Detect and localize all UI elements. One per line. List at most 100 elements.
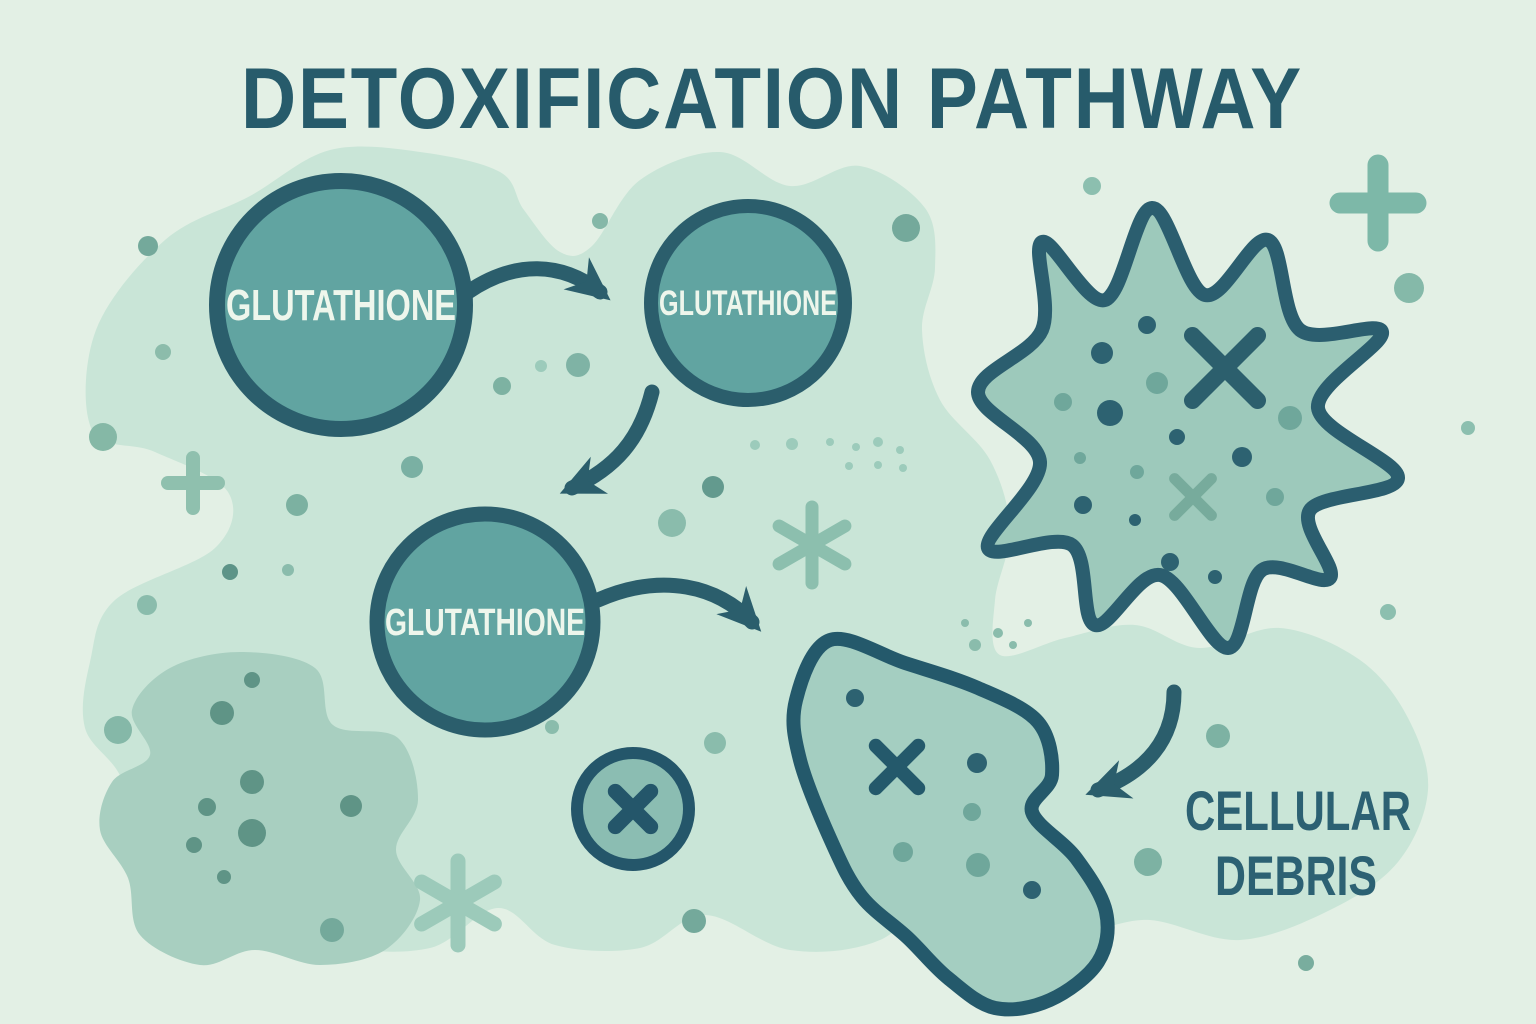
arrow-node3-debris xyxy=(590,577,762,632)
decor-dot xyxy=(826,438,834,446)
decor-dot xyxy=(566,353,590,377)
decor-dot xyxy=(852,443,860,451)
glutathione-label-1: GLUTATHIONE xyxy=(226,281,456,330)
decor-dot xyxy=(320,918,344,942)
node-circle-2 xyxy=(644,199,852,407)
decor-dot xyxy=(786,438,798,450)
sage-dots xyxy=(186,672,362,884)
toxin-blob xyxy=(970,201,1405,655)
decor-dot xyxy=(138,236,158,256)
decor-dot xyxy=(401,456,423,478)
decor-dot xyxy=(155,344,171,360)
toxin-dot xyxy=(1129,514,1141,526)
decor-dot xyxy=(1009,641,1017,649)
x-mark-icon xyxy=(1169,473,1217,521)
sage-dot xyxy=(210,701,234,725)
decor-dot xyxy=(874,461,882,469)
decor-dot xyxy=(222,564,238,580)
decor-dot xyxy=(592,213,608,229)
decor-dot xyxy=(137,595,157,615)
decor-dot xyxy=(493,377,511,395)
page-title: DETOXIFICATION PATHWAY xyxy=(241,51,1303,147)
decor-dot xyxy=(845,462,853,470)
x-mark-icon xyxy=(868,738,926,796)
debris-dot xyxy=(893,842,913,862)
toxin-dot xyxy=(1169,429,1185,445)
decor-dot xyxy=(702,476,724,498)
glutathione-node-3: GLUTATHIONE xyxy=(369,506,601,738)
sage-dot xyxy=(340,795,362,817)
decor-dot xyxy=(873,437,883,447)
toxin-dot xyxy=(1266,488,1284,506)
debris-dots xyxy=(846,689,1041,899)
decor-dot xyxy=(969,639,981,651)
toxin-dot xyxy=(1278,406,1302,430)
sage-dot xyxy=(238,819,266,847)
decor-dot xyxy=(892,214,920,242)
decor-dot xyxy=(1298,955,1314,971)
decor-dot xyxy=(993,628,1003,638)
glutathione-label-3: GLUTATHIONE xyxy=(385,602,585,644)
sage-dot xyxy=(244,672,260,688)
arrow-to-debris-label xyxy=(1085,684,1182,799)
decor-dot xyxy=(1206,724,1230,748)
arrow-node2-node3 xyxy=(559,384,660,496)
toxin-dot xyxy=(1097,400,1123,426)
decor-dot xyxy=(1380,604,1396,620)
decor-dot xyxy=(104,716,132,744)
toxin-dot xyxy=(1074,496,1092,514)
toxin-dot xyxy=(1054,393,1072,411)
asterisk-icon xyxy=(772,519,852,571)
toxin-dot xyxy=(1138,316,1156,334)
sage-dot xyxy=(186,837,202,853)
sage-dot xyxy=(240,770,264,794)
background-dots xyxy=(89,177,1475,971)
toxin-dot xyxy=(1074,452,1086,464)
decor-dot xyxy=(899,464,907,472)
decor-dot xyxy=(896,446,904,454)
toxin-dot xyxy=(1208,570,1222,584)
sage-dot xyxy=(217,870,231,884)
debris-dot xyxy=(1023,881,1041,899)
decor-dot xyxy=(704,732,726,754)
debris-dot xyxy=(967,753,987,773)
plus-marks xyxy=(161,154,1427,515)
node-circle-3 xyxy=(369,506,601,738)
decor-dot xyxy=(1024,619,1032,627)
decor-dot xyxy=(535,360,547,372)
debris-blob xyxy=(786,631,1115,1017)
toxin-dot xyxy=(1091,342,1113,364)
toxin-dot xyxy=(1146,372,1168,394)
decor-dot xyxy=(682,909,706,933)
x-marks xyxy=(607,326,1267,835)
asterisk-icon xyxy=(414,874,502,932)
glutathione-node-2: GLUTATHIONE xyxy=(644,199,852,407)
debris-dot xyxy=(966,853,990,877)
arrows xyxy=(460,257,1182,799)
decor-dot xyxy=(1394,273,1424,303)
decor-dot xyxy=(961,619,969,627)
asterisk-marks xyxy=(414,500,852,953)
debris-dot xyxy=(963,803,981,821)
decor-dot xyxy=(545,720,559,734)
toxin-dot xyxy=(1232,447,1252,467)
arrow-node1-node2 xyxy=(460,257,611,301)
debris-label-line1: CELLULAR xyxy=(1185,779,1411,842)
toxin-dots xyxy=(1054,316,1302,584)
decor-dot xyxy=(89,423,117,451)
sage-dot xyxy=(198,798,216,816)
toxin-dot xyxy=(1130,465,1144,479)
node-circle-1 xyxy=(209,173,473,437)
glutathione-node-1: GLUTATHIONE xyxy=(209,173,473,437)
x-mark-icon xyxy=(1183,326,1267,410)
decor-dot xyxy=(286,494,308,516)
debris-label-line2: DEBRIS xyxy=(1215,844,1377,907)
debris-label: CELLULAR DEBRIS xyxy=(1185,779,1411,907)
glutathione-label-2: GLUTATHIONE xyxy=(659,284,837,323)
decor-dot xyxy=(282,564,294,576)
x-mark-icon xyxy=(607,783,659,835)
decor-dot xyxy=(1134,848,1162,876)
sage-blob xyxy=(99,652,421,966)
debris-dot xyxy=(846,689,864,707)
